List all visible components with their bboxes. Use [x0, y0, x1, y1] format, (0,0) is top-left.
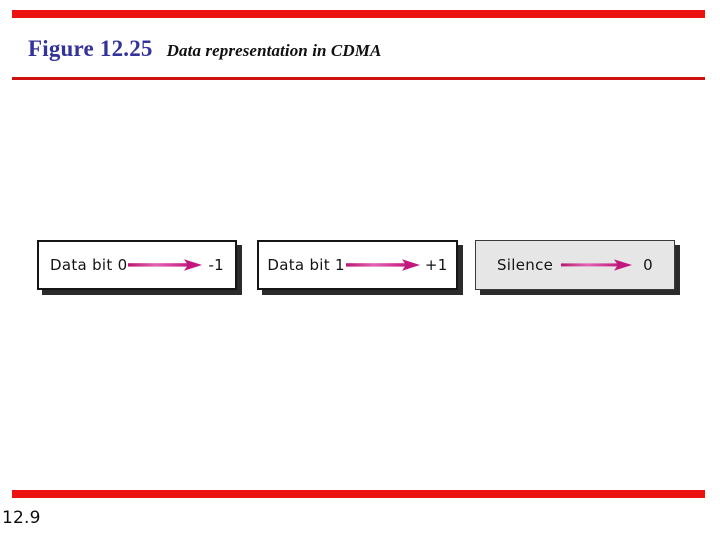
footer-page-number: 12.9: [2, 508, 41, 528]
mapping-label: Silence: [496, 256, 554, 274]
figure-caption: Data representation in CDMA: [166, 41, 382, 60]
mapping-box-data-bit-0: Data bit 0 -1: [37, 240, 237, 290]
figure-number: Figure 12.25: [28, 36, 153, 61]
top-red-rule: [12, 10, 705, 18]
mapping-value: +1: [424, 256, 448, 274]
right-arrow-icon: [128, 259, 203, 271]
mapping-box-content: Silence 0: [476, 256, 674, 274]
right-arrow-icon: [561, 259, 633, 271]
mapping-box-silence: Silence 0: [475, 240, 675, 290]
mapping-value: 0: [643, 256, 653, 274]
bottom-red-rule: [12, 490, 705, 498]
mapping-box-data-bit-1: Data bit 1 +1: [257, 240, 458, 290]
title-underline-rule: [12, 77, 705, 80]
mapping-label: Data bit 1: [267, 256, 345, 274]
mapping-label: Data bit 0: [49, 256, 128, 274]
page-title: Figure 12.25 Data representation in CDMA: [28, 36, 381, 66]
mapping-box-content: Data bit 1 +1: [259, 256, 456, 274]
mapping-box-content: Data bit 0 -1: [39, 256, 235, 274]
right-arrow-icon: [345, 259, 420, 271]
mapping-value: -1: [208, 256, 225, 274]
